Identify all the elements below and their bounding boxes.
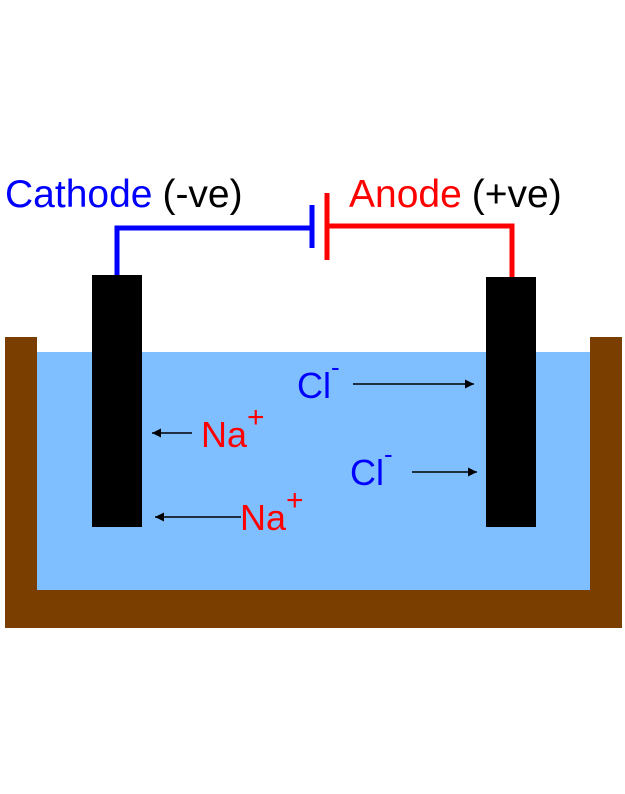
cathode-electrode: [92, 275, 142, 527]
ion-label: Cl-: [350, 439, 393, 493]
anode-label-text: Anode: [349, 173, 462, 216]
ion-label: Na+: [240, 484, 304, 538]
ion-label: Na+: [201, 401, 265, 455]
ion-label: Cl-: [297, 352, 340, 406]
ion-symbol: Cl: [297, 365, 331, 406]
ion-symbol: Na: [201, 414, 248, 455]
anode-wire: [327, 223, 515, 277]
ion-charge: +: [247, 401, 265, 434]
anode-sign: (+ve): [472, 173, 562, 216]
anode-label: Anode(+ve): [349, 173, 562, 216]
anode-electrode: [486, 277, 536, 527]
cathode-label: Cathode(-ve): [5, 173, 243, 216]
ion-cl-2: Cl-: [350, 439, 477, 493]
ion-symbol: Cl: [350, 452, 384, 493]
ion-charge: -: [384, 439, 393, 469]
cathode-label-text: Cathode: [5, 173, 152, 216]
cathode-wire: [114, 225, 311, 275]
ion-charge: +: [286, 484, 304, 517]
container: [5, 337, 622, 628]
ion-na-2: Na+: [155, 484, 304, 538]
ion-na-1: Na+: [152, 401, 265, 455]
ion-symbol: Na: [240, 497, 287, 538]
ion-charge: -: [331, 352, 340, 382]
ion-cl-1: Cl-: [297, 352, 474, 406]
cathode-sign: (-ve): [162, 173, 242, 216]
